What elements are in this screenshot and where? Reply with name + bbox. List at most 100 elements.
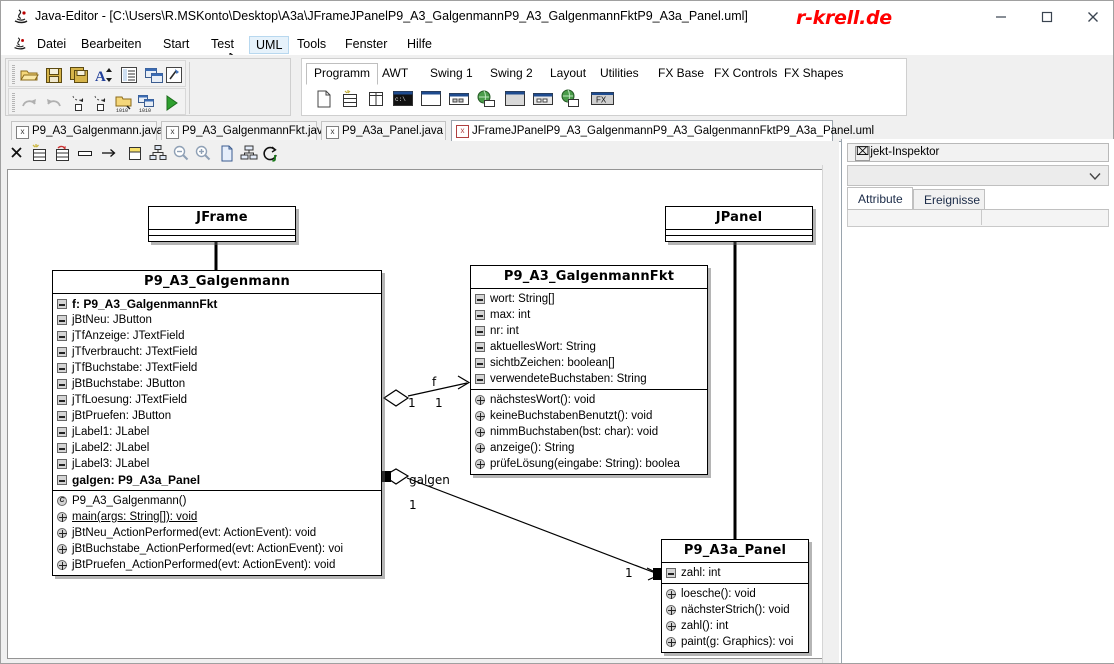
font-size-icon[interactable]: A [94,65,114,85]
association-label-f: f [432,375,436,389]
palette-tab-awt[interactable]: AWT [374,63,416,84]
toolbar-grip-icon[interactable] [12,65,15,84]
object-inspector-panel: Objekt-Inspektor ⌧ Attribute Ereignisse [841,139,1114,663]
uml-diagram-canvas[interactable]: JFrame JPanel P9_A3_Galgenmann f: P9_A3_… [7,169,833,659]
open-folder-icon[interactable] [19,65,39,85]
palette-tab-fxbase[interactable]: FX Base [650,63,712,84]
new-class-icon[interactable] [340,89,362,109]
window-maximize-button[interactable] [1024,1,1070,32]
window-close-button[interactable] [1070,1,1114,32]
attribute-row: jTfAnzeige: JTextField [53,328,381,344]
save-all-icon[interactable] [69,65,89,85]
menu-item-test[interactable]: Test [205,36,240,53]
attribute-row: jTfLoesung: JTextField [53,392,381,408]
zoom-in-icon[interactable] [193,143,213,163]
palette-tab-swing1[interactable]: Swing 1 [422,63,481,84]
tab-close-icon[interactable]: x [456,125,469,138]
operation-row: keineBuchstabenBenutzt(): void [471,408,707,424]
menu-item-hilfe[interactable]: Hilfe [401,36,438,53]
class-box-jpanel[interactable]: JPanel [665,206,813,242]
save-icon[interactable] [44,65,64,85]
class-box-p9-a3-galgenmann[interactable]: P9_A3_Galgenmann f: P9_A3_GalgenmannFkt … [52,270,382,576]
compile-folder-icon[interactable]: 1010 [114,93,134,113]
class-name: JPanel [666,207,812,230]
close-icon[interactable]: ⌧ [855,146,870,161]
menu-item-uml[interactable]: UML [249,36,289,54]
inspector-object-select[interactable] [847,165,1109,186]
palette-tab-swing2[interactable]: Swing 2 [482,63,541,84]
new-file-icon[interactable] [314,89,336,109]
menu-app-icon [11,36,27,52]
new-class-icon[interactable] [29,143,49,163]
panel-icon[interactable] [504,89,526,109]
operation-row: main(args: String[]): void [53,509,381,525]
page-icon[interactable] [217,143,237,163]
private-icon [57,427,67,437]
attribute-row: jBtPruefen: JButton [53,408,381,424]
palette-tab-utilities[interactable]: Utilities [592,63,647,84]
undo-icon[interactable] [44,93,64,113]
layout-icon[interactable] [239,143,259,163]
tab-close-icon[interactable]: x [326,126,339,139]
menu-item-fenster[interactable]: Fenster [339,36,393,53]
class-box-p9-a3a-panel[interactable]: P9_A3a_Panel zahl: int loesche(): void n… [661,539,809,653]
class-operations: loesche(): void nächsterStrich(): void z… [662,584,808,652]
list-icon[interactable] [119,65,139,85]
window-minimize-button[interactable] [978,1,1024,32]
console-app-icon[interactable]: c:\ [392,89,414,109]
file-tab-uml-diagram[interactable]: x JFrameJPanelP9_A3_GalgenmannP9_A3_Galg… [451,120,833,141]
inspector-grid-body[interactable] [847,227,1109,657]
tab-close-icon[interactable]: x [16,126,29,139]
inspector-grid-header [847,210,1109,227]
compile-all-icon[interactable]: 1010 [137,93,157,113]
window-icon[interactable] [420,89,442,109]
menu-item-bearbeiten[interactable]: Bearbeiten [75,36,147,53]
tab-close-icon[interactable]: x [166,126,179,139]
menu-item-tools[interactable]: Tools [291,36,332,53]
uml-toolbar [1,141,839,166]
menu-item-datei[interactable]: Datei [31,36,72,53]
chevron-down-icon[interactable] [1089,170,1101,184]
public-icon [475,459,485,469]
form-icon[interactable] [532,89,554,109]
web-applet-icon[interactable] [560,89,582,109]
new-frame-icon[interactable] [366,89,388,109]
new-interface-icon[interactable] [52,143,72,163]
toolbar-grip-icon-2[interactable] [12,93,15,112]
private-icon [57,299,67,309]
tab-attribute[interactable]: Attribute [847,187,913,210]
inspector-title-bar: Objekt-Inspektor ⌧ [847,143,1109,162]
arrow-icon[interactable] [99,143,119,163]
tab-ereignisse[interactable]: Ereignisse [913,189,985,210]
private-icon [475,374,485,384]
dialog-icon[interactable] [448,89,470,109]
object-icon[interactable] [125,143,145,163]
file-tab-galgenmannfkt-java[interactable]: x P9_A3_GalgenmannFkt.java [161,121,317,140]
file-tab-a3apanel-java[interactable]: x P9_A3a_Panel.java [321,121,446,140]
step-into-icon[interactable] [69,93,89,113]
class-box-jframe[interactable]: JFrame [148,206,296,242]
association-mult-f-source: 1 [408,396,416,410]
step-over-icon[interactable] [91,93,111,113]
run-icon[interactable] [161,93,181,113]
fx-app-icon[interactable]: FX [590,89,612,109]
file-tab-galgenmann-java[interactable]: x P9_A3_Galgenmann.java [11,121,157,140]
attribute-row: jLabel3: JLabel [53,456,381,472]
close-diagram-icon[interactable] [7,143,27,163]
run-config-icon[interactable] [164,65,184,85]
class-box-p9-a3-galgenmannfkt[interactable]: P9_A3_GalgenmannFkt wort: String[] max: … [470,265,708,475]
windows-icon[interactable] [144,65,164,85]
palette-tab-fxcontrols[interactable]: FX Controls [706,63,785,84]
redo-icon[interactable] [19,93,39,113]
note-icon[interactable] [75,143,95,163]
palette-tab-layout[interactable]: Layout [542,63,594,84]
menu-item-start[interactable]: Start [157,36,195,53]
palette-tab-programm[interactable]: Programm [306,63,378,85]
refresh-icon[interactable] [261,143,281,163]
canvas-vertical-scrollbar[interactable] [822,165,839,663]
zoom-out-icon[interactable] [171,143,191,163]
palette-tab-fxshapes[interactable]: FX Shapes [776,63,851,84]
applet-icon[interactable] [476,89,498,109]
hierarchy-icon[interactable] [148,143,168,163]
